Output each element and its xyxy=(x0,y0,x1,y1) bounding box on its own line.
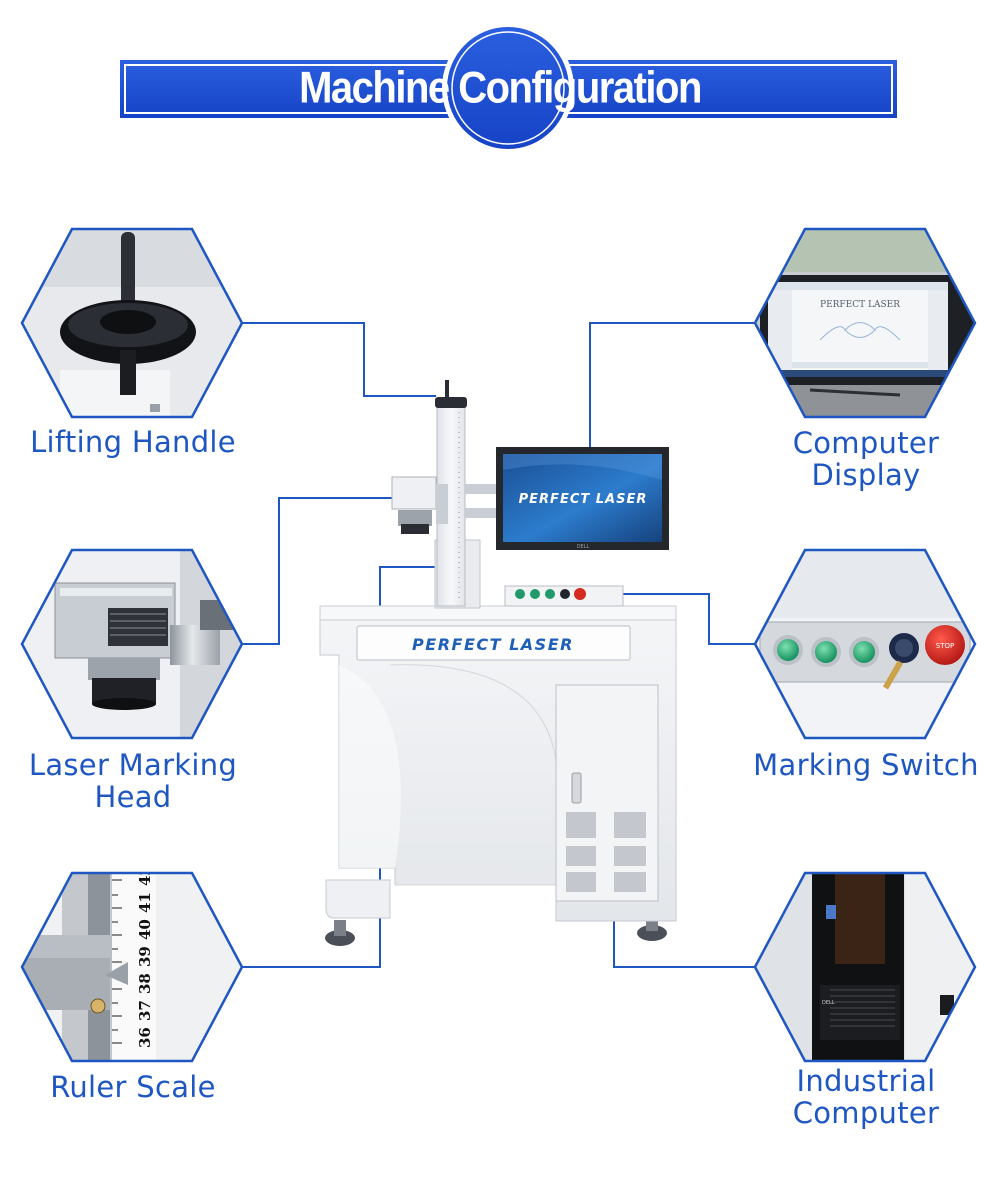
leader-line-laser-marking-head xyxy=(242,497,410,645)
callout-label: Industrial xyxy=(796,1064,936,1098)
callout-label: Lifting Handle xyxy=(30,425,236,459)
callout-label: Laser Marking xyxy=(28,748,238,782)
ruler-number: 41 xyxy=(136,892,154,913)
ruler-number: 42 xyxy=(136,865,154,886)
monitor-screen-logo: PERFECT LASER xyxy=(519,492,648,507)
hexagon-laser-marking-head xyxy=(20,548,244,740)
ruler-number: 40 xyxy=(136,919,154,940)
hexagon-computer-display: PERFECT LASER xyxy=(753,227,977,419)
callout-label: Ruler Scale xyxy=(50,1070,216,1104)
callout-marking-switch: Marking Switch xyxy=(735,749,997,781)
hexagon-industrial-computer: DELL xyxy=(753,871,977,1063)
callout-lifting-handle: Lifting Handle xyxy=(2,426,264,458)
callout-label: Computer xyxy=(792,1096,940,1130)
hexagon-lifting-handle xyxy=(20,227,244,419)
hexagon-marking-switch: STOP xyxy=(753,548,977,740)
callout-ruler-scale: Ruler Scale xyxy=(2,1071,264,1103)
leader-line-lifting-handle xyxy=(242,322,436,397)
callout-industrial-computer: Industrial Computer xyxy=(735,1065,997,1129)
marking-machine: PERFECT LASER xyxy=(319,380,677,946)
leader-line-computer-display xyxy=(589,322,755,467)
callout-label: Computer xyxy=(792,426,940,460)
machine-brand-logo: PERFECT LASER xyxy=(412,635,574,654)
display-screen-text: PERFECT LASER xyxy=(820,300,900,310)
stop-button-label: STOP xyxy=(936,642,954,650)
leader-line-marking-switch xyxy=(600,593,755,645)
monitor-badge: DELL xyxy=(577,544,590,550)
page-title: Machine Configuration xyxy=(299,63,702,113)
title-banner xyxy=(120,22,897,154)
callout-label: Display xyxy=(811,458,921,492)
hexagon-ruler-scale: 36 37 38 39 40 41 42 xyxy=(20,865,244,1063)
callout-label: Marking Switch xyxy=(753,748,979,782)
callout-laser-marking-head: Laser Marking Head xyxy=(2,749,264,813)
callout-computer-display: Computer Display xyxy=(735,427,997,491)
callout-label: Head xyxy=(94,780,172,814)
ruler-number: 36 xyxy=(136,1027,154,1048)
ruler-number: 37 xyxy=(136,1000,154,1021)
ruler-number: 39 xyxy=(136,946,154,967)
ruler-number: 38 xyxy=(136,973,154,994)
pc-badge: DELL xyxy=(822,1000,835,1006)
